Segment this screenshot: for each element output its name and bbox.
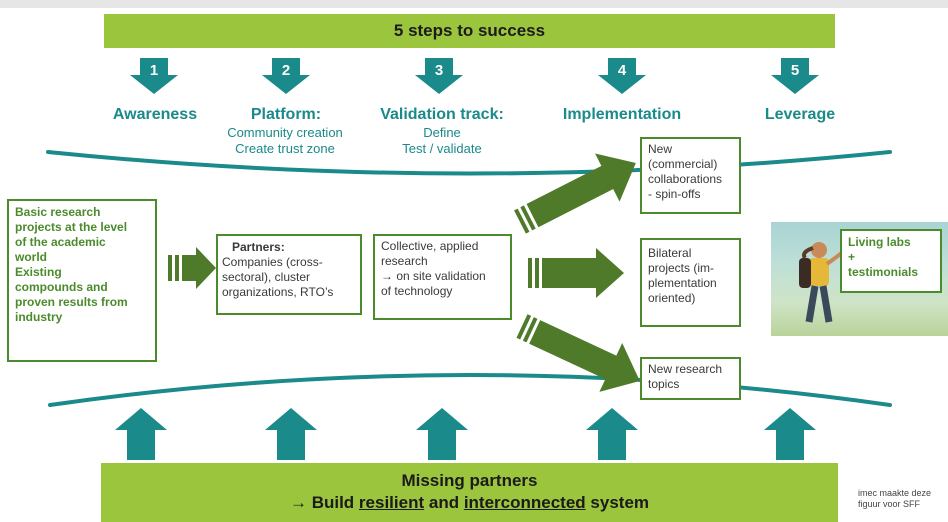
box-line: → on site validation	[381, 269, 486, 283]
top-curve	[46, 150, 892, 176]
box-line: world	[15, 250, 47, 264]
step-sub: Create trust zone	[235, 141, 335, 156]
footer-banner: Missing partners → Build resilient and i…	[101, 463, 838, 522]
box-line: compounds and	[15, 280, 108, 294]
up-arrows	[115, 408, 816, 460]
step-title-platform: Platform:	[250, 106, 322, 123]
footer-title: Missing partners	[401, 471, 538, 490]
arrow-right-icon: →	[289, 493, 307, 512]
footer-word: system	[590, 493, 650, 512]
step-sub: Define	[423, 125, 461, 140]
down-arrow-icon	[598, 58, 646, 94]
box-line: of the academic	[15, 235, 106, 249]
footer-word-interconnected: interconnected	[463, 493, 586, 512]
person-illustration	[799, 242, 845, 323]
top-border	[0, 0, 948, 8]
down-arrow-icon	[130, 58, 178, 94]
block-arrow-icon	[168, 247, 216, 289]
box-line: projects (im-	[648, 261, 715, 275]
step-number: 2	[281, 62, 291, 79]
collective-research-box: Collective, applied research → on site v…	[373, 234, 512, 320]
block-arrow-icon	[514, 153, 636, 234]
box-line: testimonials	[848, 265, 919, 279]
box-line: industry	[15, 310, 63, 324]
step-sub: Community creation	[227, 125, 343, 140]
box-line: Collective, applied	[381, 239, 479, 253]
outcome-research-topics-box: New research topics	[640, 357, 741, 400]
bottom-curve	[48, 373, 892, 407]
step-title-validation: Validation track:	[380, 106, 504, 123]
block-arrow-icon	[516, 314, 640, 392]
step-number: 3	[434, 62, 444, 79]
credit-text: imec maakte deze figuur voor SFF	[858, 488, 931, 510]
step-number: 4	[617, 62, 627, 79]
block-arrow-icon	[528, 248, 624, 298]
box-line: plementation	[648, 276, 717, 290]
box-line: New research	[648, 362, 723, 376]
footer-word: and	[428, 493, 460, 512]
footer-word-resilient: resilient	[358, 493, 425, 512]
footer-subtitle: → Build resilient and interconnected sys…	[101, 492, 838, 514]
box-line: Bilateral	[648, 246, 692, 260]
box-line: sectoral), cluster	[222, 270, 311, 284]
down-arrow-icon	[262, 58, 310, 94]
box-line: projects at the level	[15, 220, 128, 234]
partners-box: Partners: Companies (cross- sectoral), c…	[216, 234, 362, 315]
box-line: topics	[648, 377, 680, 391]
header-banner: 5 steps to success	[104, 14, 835, 48]
box-line: of technology	[381, 284, 453, 298]
step-title-leverage: Leverage	[764, 106, 836, 123]
step-number: 1	[149, 62, 159, 79]
box-line: collaborations	[648, 172, 723, 186]
step-arrows	[130, 58, 819, 94]
down-arrow-icon	[415, 58, 463, 94]
box-line: Living labs	[848, 235, 911, 249]
outcome-new-collaborations-box: New (commercial) collaborations - spin-o…	[640, 137, 741, 214]
up-arrow-icon	[764, 408, 816, 460]
step-sub: Test / validate	[402, 141, 482, 156]
step-title-implementation: Implementation	[562, 106, 682, 123]
box-line: New	[648, 142, 673, 156]
box-line: +	[848, 250, 856, 264]
step-number: 5	[790, 62, 800, 79]
box-line: Companies (cross-	[222, 255, 323, 269]
outcome-bilateral-box: Bilateral projects (im- plementation ori…	[640, 238, 741, 327]
step-title-awareness: Awareness	[112, 106, 198, 123]
up-arrow-icon	[265, 408, 317, 460]
up-arrow-icon	[416, 408, 468, 460]
credit-line: imec maakte deze	[858, 488, 932, 498]
box-line: - spin-offs	[648, 187, 701, 201]
box-line: Existing	[15, 265, 62, 279]
up-arrow-icon	[586, 408, 638, 460]
down-arrow-icon	[771, 58, 819, 94]
partners-heading: Partners:	[232, 240, 285, 254]
box-line: organizations, RTO’s	[222, 285, 334, 299]
box-line: (commercial)	[648, 157, 718, 171]
box-line: research	[381, 254, 428, 268]
basic-research-box: Basic research projects at the level of …	[7, 199, 157, 362]
box-line: Basic research	[15, 205, 101, 219]
up-arrow-icon	[115, 408, 167, 460]
credit-line: figuur voor SFF	[858, 499, 921, 509]
box-line: oriented)	[648, 291, 696, 305]
living-labs-box: Living labs + testimonials	[840, 229, 942, 293]
footer-word: Build	[311, 493, 355, 512]
box-line: proven results from	[15, 295, 128, 309]
